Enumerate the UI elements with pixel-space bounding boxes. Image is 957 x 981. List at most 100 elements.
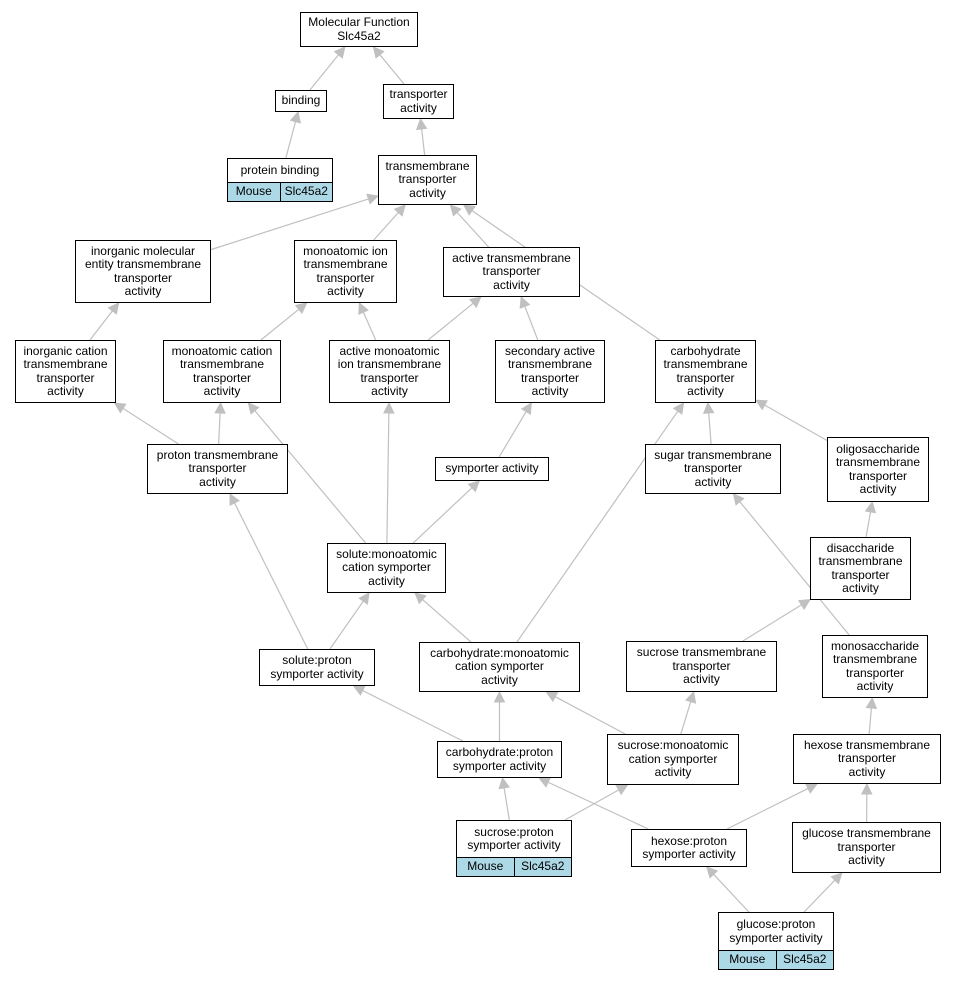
- node-label: carbohydrate:monoatomic cation symporter…: [430, 645, 569, 687]
- node-label: transmembrane transporter activity: [385, 158, 470, 200]
- node-hexose-proton-symporter[interactable]: hexose:proton symporter activity: [631, 829, 747, 867]
- node-active-transmembrane[interactable]: active transmembrane transporter activit…: [443, 247, 580, 297]
- arrowhead: [860, 782, 873, 795]
- node-sucrose-transmembrane[interactable]: sucrose transmembrane transporter activi…: [626, 641, 777, 692]
- annotation-gene: Slc45a2: [279, 183, 332, 201]
- arrowhead: [214, 401, 226, 414]
- node-label: protein binding: [240, 162, 320, 177]
- edge-n_tm_transporter-to-n_transporter: [421, 128, 426, 156]
- edge-n_active_monoatomic-to-n_active_tm: [427, 302, 474, 341]
- edge-n_active_monoatomic-to-n_monoatomic_ion: [362, 311, 377, 341]
- arrowhead: [414, 592, 427, 605]
- edge-n_proton_tm-to-n_monoatomic_cation: [218, 412, 221, 445]
- node-carbohydrate-monoatomic-cation-symporter[interactable]: carbohydrate:monoatomic cation symporter…: [419, 642, 580, 692]
- annotation-row: Mouse Slc45a2: [228, 182, 332, 201]
- arrowhead: [805, 783, 818, 794]
- node-monosaccharide-transmembrane[interactable]: monosaccharide transmembrane transporter…: [822, 635, 928, 698]
- node-secondary-active[interactable]: secondary active transmembrane transport…: [495, 340, 605, 403]
- arrowhead: [732, 493, 745, 506]
- arrowhead: [107, 302, 120, 315]
- arrowhead: [294, 302, 308, 315]
- node-oligosaccharide-transmembrane[interactable]: oligosaccharide transmembrane transporte…: [827, 437, 929, 502]
- arrowhead: [449, 204, 462, 217]
- arrowhead: [672, 402, 685, 415]
- node-label: solute:proton symporter activity: [270, 653, 364, 681]
- edge-n_symporter-to-n_secondary_active: [498, 411, 527, 458]
- node-inorganic-cation[interactable]: inorganic cation transmembrane transport…: [15, 340, 116, 403]
- node-inorganic-molecular-entity[interactable]: inorganic molecular entity transmembrane…: [75, 240, 211, 303]
- node-symporter-activity[interactable]: symporter activity: [435, 457, 549, 481]
- node-protein-binding[interactable]: protein binding Mouse Slc45a2: [227, 158, 333, 202]
- node-hexose-transmembrane[interactable]: hexose transmembrane transporter activit…: [793, 734, 941, 784]
- edge-n_proton_tm-to-n_inorganic_cation: [122, 407, 179, 445]
- annotation-gene: Slc45a2: [775, 951, 833, 969]
- edge-n_oligosaccharide-to-n_carbohydrate_tm: [764, 404, 828, 442]
- node-label: transporter activity: [389, 87, 448, 115]
- node-carbohydrate-transmembrane[interactable]: carbohydrate transmembrane transporter a…: [655, 340, 756, 403]
- node-label: monosaccharide transmembrane transporter…: [830, 638, 920, 693]
- node-label: hexose transmembrane transporter activit…: [803, 737, 931, 779]
- annotation-organism: Mouse: [719, 951, 776, 969]
- node-binding[interactable]: binding: [275, 90, 327, 112]
- arrowhead: [498, 776, 510, 790]
- arrowhead: [519, 295, 531, 309]
- arrowhead: [289, 110, 301, 124]
- node-label: hexose:proton symporter activity: [642, 833, 736, 861]
- node-solute-monoatomic-cation-symporter[interactable]: solute:monoatomic cation symporter activ…: [327, 543, 446, 593]
- node-proton-transmembrane[interactable]: proton transmembrane transporter activit…: [147, 444, 288, 494]
- arrowhead: [358, 592, 370, 605]
- node-carbohydrate-proton-symporter[interactable]: carbohydrate:proton symporter activity: [437, 741, 562, 778]
- edge-n_monosaccharide-to-n_sugar_tm: [739, 501, 850, 636]
- node-label: active transmembrane transporter activit…: [452, 250, 571, 292]
- arrowhead: [520, 402, 532, 415]
- edge-n_monoatomic_cation-to-n_monoatomic_ion: [260, 308, 300, 341]
- node-monoatomic-ion[interactable]: monoatomic ion transmembrane transporter…: [294, 240, 397, 303]
- edge-n_sucrose_monoatomic-to-n_sucrose_tm: [680, 701, 692, 735]
- edge-n_hexose_proton-to-n_carb_proton: [547, 781, 649, 830]
- node-label: sugar transmembrane transporter activity: [654, 447, 772, 489]
- node-label: carbohydrate:proton symporter activity: [445, 745, 554, 773]
- arrowhead: [702, 401, 715, 414]
- edge-n_inorganic_cation-to-n_inorganic_mol: [89, 310, 113, 341]
- edge-n_glucose_proton-to-n_glucose_tm: [803, 879, 836, 913]
- edge-n_solute_monoatomic-to-n_monoatomic_cation: [254, 410, 367, 544]
- arrowhead: [415, 117, 428, 131]
- node-glucose-transmembrane[interactable]: glucose transmembrane transporter activi…: [792, 822, 941, 873]
- node-sucrose-proton-symporter[interactable]: sucrose:proton symporter activity Mouse …: [456, 820, 572, 877]
- node-sucrose-monoatomic-cation-symporter[interactable]: sucrose:monoatomic cation symporter acti…: [607, 734, 739, 785]
- arrowhead: [755, 399, 768, 411]
- node-sugar-transmembrane[interactable]: sugar transmembrane transporter activity: [645, 444, 781, 494]
- node-label: glucose:proton symporter activity: [729, 917, 823, 945]
- arrowhead: [113, 402, 127, 414]
- node-label: monoatomic ion transmembrane transporter…: [303, 243, 388, 298]
- node-label: monoatomic cation transmembrane transpor…: [171, 343, 273, 398]
- node-transporter-activity[interactable]: transporter activity: [383, 84, 454, 119]
- arrowhead: [545, 691, 559, 703]
- node-label: Molecular Function Slc45a2: [308, 15, 410, 43]
- node-label: inorganic molecular entity transmembrane…: [84, 243, 202, 298]
- arrowhead: [333, 46, 346, 59]
- edge-n_hexose_tm-to-n_monosaccharide: [868, 707, 873, 735]
- arrowhead: [372, 46, 385, 59]
- arrowhead: [864, 500, 877, 514]
- node-monoatomic-cation[interactable]: monoatomic cation transmembrane transpor…: [163, 340, 281, 403]
- edge-n_carb_monoatomic-to-n_solute_monoatomic: [422, 599, 472, 643]
- edge-n_binding-to-n_root: [309, 54, 339, 91]
- node-glucose-proton-symporter[interactable]: glucose:proton symporter activity Mouse …: [718, 912, 834, 970]
- arrowhead: [865, 696, 878, 709]
- node-transmembrane-transporter-activity[interactable]: transmembrane transporter activity: [378, 155, 477, 205]
- node-label: disaccharide transmembrane transporter a…: [818, 540, 903, 595]
- node-molecular-function-root[interactable]: Molecular Function Slc45a2: [300, 12, 418, 47]
- node-label: carbohydrate transmembrane transporter a…: [663, 343, 748, 398]
- node-disaccharide-transmembrane[interactable]: disaccharide transmembrane transporter a…: [810, 537, 911, 600]
- edge-n_transporter-to-n_root: [379, 54, 405, 85]
- annotation-row: Mouse Slc45a2: [719, 950, 833, 969]
- node-solute-proton-symporter[interactable]: solute:proton symporter activity: [259, 649, 375, 686]
- arrowhead: [229, 493, 240, 506]
- node-label: glucose transmembrane transporter activi…: [802, 826, 931, 868]
- node-active-monoatomic-ion[interactable]: active monoatomic ion transmembrane tran…: [329, 340, 450, 403]
- arrowhead: [352, 685, 366, 696]
- annotation-gene: Slc45a2: [513, 858, 571, 876]
- edge-n_solute_proton-to-n_proton_tm: [233, 502, 309, 650]
